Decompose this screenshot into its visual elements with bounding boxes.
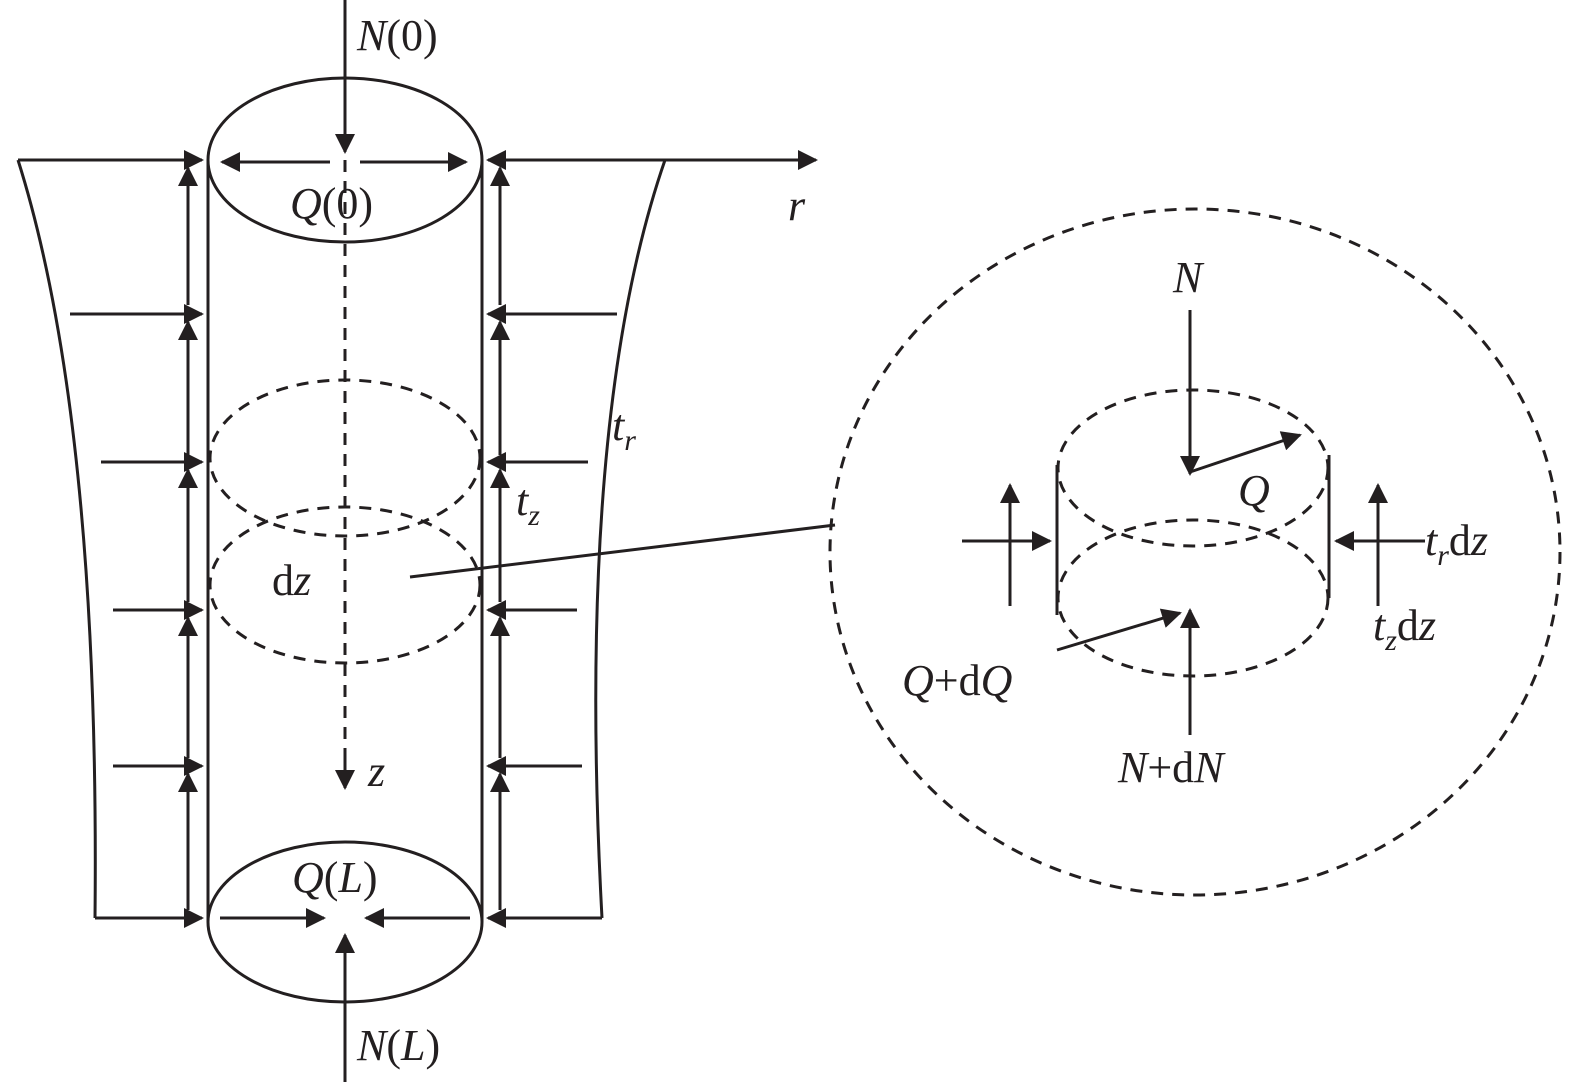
label-detail-trdz: trdz <box>1425 516 1488 572</box>
left-envelope-curve <box>16 159 97 919</box>
detail-view <box>828 207 1562 897</box>
label-nL: N(L) <box>356 1021 440 1070</box>
detail-circle <box>828 207 1562 897</box>
detail-q-arrow <box>1189 431 1302 474</box>
label-dz: dz <box>272 556 311 605</box>
label-r: r <box>788 181 806 230</box>
label-n0: N(0) <box>356 11 438 60</box>
detail-leader-line <box>409 523 836 579</box>
label-detail-q: Q <box>1238 466 1270 515</box>
detail-element-top <box>1056 388 1330 548</box>
right-envelope-curve <box>594 159 667 919</box>
label-z: z <box>367 747 385 796</box>
label-qL: Q(L) <box>292 853 378 902</box>
label-q0: Q(0) <box>290 179 373 228</box>
label-detail-n: N <box>1172 253 1205 302</box>
detail-qdq-arrow <box>1056 608 1182 652</box>
label-tr: tr <box>612 401 636 457</box>
left-pressure-envelope <box>16 150 204 928</box>
label-tz: tz <box>516 476 540 532</box>
right-pressure-envelope <box>486 150 667 928</box>
detail-element-bottom <box>1056 518 1330 678</box>
label-detail-ndn: N+dN <box>1117 743 1226 792</box>
label-detail-qdq: Q+dQ <box>902 656 1012 705</box>
label-detail-tzdz: tzdz <box>1373 601 1436 657</box>
